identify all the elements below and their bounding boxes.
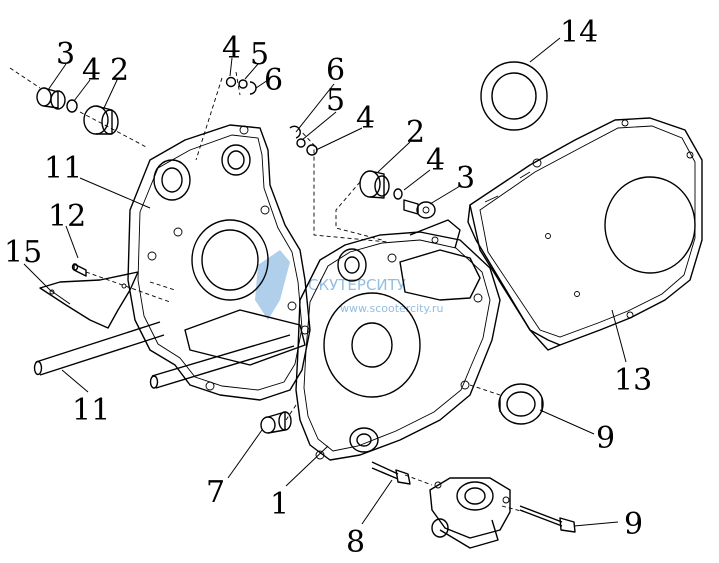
callout-14: 13 [614, 363, 652, 398]
callout-5-mid: 5 [326, 83, 345, 118]
callout-15: 14 [560, 15, 598, 50]
callout-4-top: 4 [222, 31, 241, 66]
callout-3-left: 3 [56, 37, 75, 72]
callout-2-right: 2 [406, 115, 425, 150]
watermark: СКУТЕРСИТУ www.scootercity.ru [255, 250, 443, 320]
callout-4-left: 4 [82, 53, 101, 88]
callouts: 3 4 2 4 5 6 6 5 4 2 4 3 14 11 12 15 13 9… [4, 15, 652, 560]
callout-7: 7 [206, 475, 225, 510]
callout-11: 11 [72, 393, 110, 428]
callout-8: 8 [346, 525, 365, 560]
pump-housing [429, 477, 511, 549]
gasket-ring-15 [480, 61, 548, 131]
left-crankcase-12 [127, 124, 311, 401]
bearing-parts-left [36, 87, 119, 135]
bushing-7 [260, 411, 292, 434]
callout-6-top: 6 [264, 63, 283, 98]
callout-5-top: 5 [250, 37, 269, 72]
callout-4-mid: 4 [356, 101, 375, 136]
shafts-11 [33, 321, 295, 389]
callout-4-right: 4 [426, 143, 445, 178]
right-crankcase-1 [295, 219, 501, 461]
plate-16 [39, 271, 139, 329]
callout-16: 15 [4, 235, 42, 270]
oil-seal-10 [498, 383, 544, 425]
callout-3-right: 3 [456, 161, 475, 196]
callout-6-mid: 6 [326, 53, 345, 88]
callout-9: 9 [624, 507, 643, 542]
watermark-logo-icon [255, 250, 290, 320]
callout-13: 12 [48, 199, 86, 234]
bearing-parts-right [359, 170, 436, 219]
callout-2-left: 2 [110, 53, 129, 88]
bolt-8 [371, 461, 411, 485]
callout-10: 9 [596, 421, 615, 456]
watermark-text: СКУТЕРСИТУ [308, 276, 406, 294]
assembly-lines [9, 67, 526, 513]
bolt-9 [519, 505, 576, 533]
callout-12: 11 [44, 151, 82, 186]
outer-cover-14 [467, 117, 703, 351]
callout-1: 1 [270, 487, 289, 522]
watermark-url: www.scootercity.ru [340, 302, 443, 315]
stud-13 [71, 263, 87, 277]
leader-lines [23, 37, 627, 527]
